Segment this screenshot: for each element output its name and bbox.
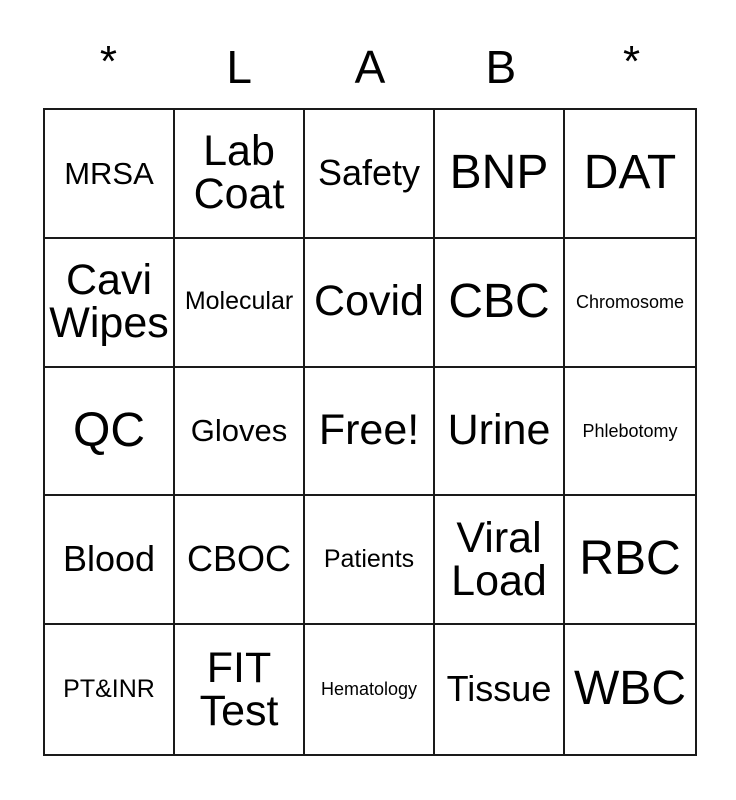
bingo-cell-label: WBC xyxy=(574,662,686,716)
bingo-cell[interactable]: Covid xyxy=(305,238,435,368)
bingo-cell[interactable]: Urine xyxy=(435,367,565,497)
bingo-cell[interactable]: Chromosome xyxy=(565,238,695,368)
bingo-cell-label: Chromosome xyxy=(575,292,685,313)
bingo-cell-label: Urine xyxy=(447,406,551,455)
header-letter-5: * xyxy=(623,37,641,86)
bingo-cell-label: Free! xyxy=(318,406,420,455)
bingo-cell[interactable]: Tissue xyxy=(435,625,565,754)
bingo-cell[interactable]: PT&INR xyxy=(45,625,175,754)
header-letter-1: * xyxy=(99,37,117,86)
bingo-cell-label: CBC xyxy=(448,274,550,328)
bingo-cell[interactable]: CBOC xyxy=(175,496,305,626)
bingo-cell[interactable]: WBC xyxy=(565,625,695,754)
bingo-cell[interactable]: Molecular xyxy=(175,238,305,368)
bingo-cell[interactable]: Patients xyxy=(305,496,435,626)
bingo-cell-label: Patients xyxy=(323,545,415,574)
bingo-cell-label: Hematology xyxy=(320,679,418,700)
bingo-cell[interactable]: Safety xyxy=(305,110,435,239)
bingo-cell-label: DAT xyxy=(583,145,677,199)
bingo-cell[interactable]: QC xyxy=(45,367,175,497)
bingo-cell[interactable]: MRSA xyxy=(45,110,175,239)
bingo-cell-label: Tissue xyxy=(446,668,552,710)
bingo-cell-label: Molecular xyxy=(184,287,294,316)
bingo-cell[interactable]: BNP xyxy=(435,110,565,239)
bingo-cell-free[interactable]: Free! xyxy=(305,367,435,497)
bingo-cell[interactable]: Gloves xyxy=(175,367,305,497)
bingo-cell[interactable]: Hematology xyxy=(305,625,435,754)
bingo-cell-label: QC xyxy=(73,403,145,457)
bingo-cell[interactable]: Blood xyxy=(45,496,175,626)
bingo-cell-label: RBC xyxy=(579,532,681,586)
bingo-header-row: * L A B * xyxy=(43,26,697,108)
bingo-cell[interactable]: CBC xyxy=(435,238,565,368)
bingo-cell[interactable]: DAT xyxy=(565,110,695,239)
bingo-cell-label: Phlebotomy xyxy=(582,420,678,441)
header-letter-3: A xyxy=(354,41,386,93)
bingo-cell[interactable]: Phlebotomy xyxy=(565,367,695,497)
bingo-cell-label: Safety xyxy=(317,152,421,194)
header-letter-2: L xyxy=(226,41,252,93)
bingo-cell-label: MRSA xyxy=(64,155,154,191)
bingo-cell-label: Gloves xyxy=(190,413,288,449)
header-letter-4: B xyxy=(485,41,517,93)
bingo-cell[interactable]: RBC xyxy=(565,496,695,626)
bingo-cell-label: PT&INR xyxy=(63,674,155,703)
bingo-cell-label: BNP xyxy=(449,145,549,199)
bingo-cell-label: Blood xyxy=(62,538,156,580)
bingo-cell-label: Covid xyxy=(314,277,424,326)
bingo-cell-label: CBOC xyxy=(186,538,291,580)
